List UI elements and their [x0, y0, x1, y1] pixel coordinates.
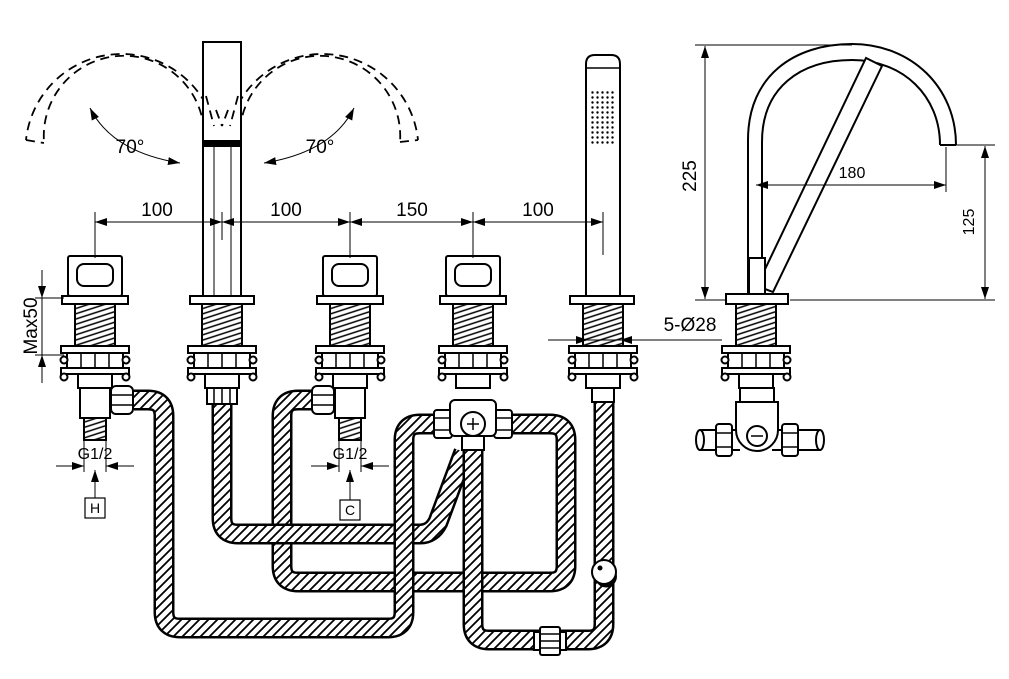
diverter-valve [433, 255, 513, 451]
cold-valve-mounting [314, 303, 386, 389]
distance-hot-to-spout: 100 [141, 200, 173, 221]
diverter-bottom-nut [461, 435, 485, 451]
handshower-hose [462, 402, 615, 651]
rotation-arrow-right [263, 107, 355, 166]
distance-spout-to-cold: 100 [270, 200, 302, 221]
spout [186, 41, 258, 405]
side-spout-inner [761, 58, 941, 294]
cold-inlet-thread [338, 417, 362, 441]
deck-thickness-dimension: Max50 [21, 270, 64, 383]
hot-mark-box [84, 497, 106, 519]
handshower-hose-fitting [591, 387, 615, 403]
distance-cold-to-diverter: 150 [396, 200, 428, 221]
rotation-angle-left: 70° [116, 137, 145, 158]
overall-height-label: 225 [680, 160, 701, 192]
cold-mark-box [339, 499, 361, 521]
cold-valve [311, 255, 386, 441]
handshower [567, 54, 639, 403]
hose-connector [533, 626, 567, 656]
cold-inlet-callout: G1/2 C [311, 440, 389, 521]
side-view [695, 42, 957, 457]
hose-weight-ball [591, 559, 617, 588]
rotation-arrow-left [89, 107, 181, 166]
spout-clearance-dimension: 125 [790, 144, 995, 301]
spout-rotation-right: 70° [231, 53, 419, 166]
hot-valve-mounting [59, 303, 131, 389]
spout-base-plate [189, 295, 255, 305]
hole-diameter-dimension: 5-Ø28 [548, 315, 722, 344]
spout-tube [202, 41, 242, 297]
diverter-mounting [437, 303, 509, 389]
hot-valve-handle [61, 255, 129, 305]
hot-supply-hose [134, 389, 436, 639]
side-valve-connector [695, 387, 825, 457]
side-base-plate [725, 293, 789, 305]
hot-inlet-thread [83, 417, 107, 441]
side-lever [755, 56, 884, 294]
hot-valve [59, 255, 134, 441]
handshower-spray-face [591, 90, 615, 146]
spout-reach-label: 180 [839, 165, 866, 182]
side-mounting [720, 303, 792, 389]
deck-thickness-label: Max50 [21, 297, 42, 354]
spout-clearance-label: 125 [961, 209, 978, 236]
cold-supply-hose [271, 389, 577, 593]
spout-reach-dimension: 180 [756, 147, 947, 192]
cold-mark: C [345, 502, 355, 518]
spout-rotation-left: 70° [25, 53, 213, 166]
hot-hose-nut [110, 385, 134, 415]
cold-valve-handle [316, 255, 384, 305]
side-lever-base [748, 257, 766, 295]
hot-valve-body [79, 387, 111, 419]
rotation-angle-right: 70° [306, 137, 335, 158]
handshower-base-plate [569, 295, 635, 305]
cold-thread-label: G1/2 [333, 446, 368, 463]
hole-spec-label: 5-Ø28 [664, 315, 717, 336]
diverter-handle [439, 255, 507, 305]
spout-band [203, 140, 241, 147]
handshower-mounting [567, 303, 639, 389]
spout-hose [211, 404, 474, 545]
cold-hose-nut [311, 385, 335, 415]
distance-diverter-to-handshower: 100 [522, 200, 554, 221]
centre-distance-dimensions: 100 100 150 100 [94, 200, 604, 258]
hot-mark: H [90, 500, 100, 516]
hot-inlet-callout: G1/2 H [56, 440, 134, 519]
spout-mounting [186, 303, 258, 389]
hoses [134, 389, 617, 656]
cold-valve-body [334, 387, 366, 419]
overall-height-dimension: 225 [680, 44, 852, 301]
side-spout-outer [747, 42, 957, 294]
hot-thread-label: G1/2 [78, 446, 113, 463]
